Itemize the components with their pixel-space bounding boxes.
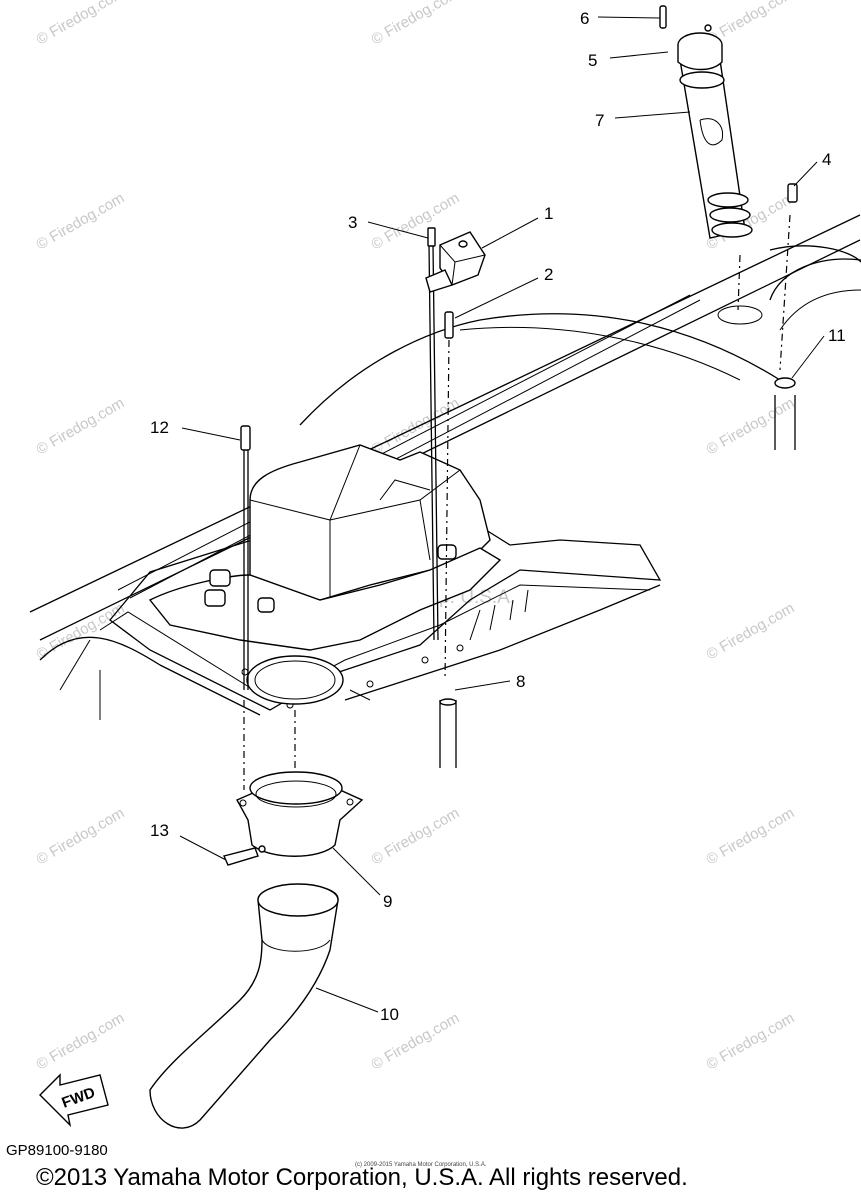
air-duct-assembly <box>149 771 364 1129</box>
callout-13: 13 <box>150 821 169 840</box>
callout-2: 2 <box>544 265 553 284</box>
leader-lines <box>179 16 825 1013</box>
watermark: © Firedog.com <box>369 804 463 868</box>
watermark: © Firedog.com <box>704 1009 798 1073</box>
small-notice: (c) 2009-2015 Yamaha Motor Corporation, … <box>355 1162 487 1168</box>
watermark: © Firedog.com <box>34 189 128 253</box>
fwd-arrow: FWD <box>39 1073 109 1128</box>
callout-1: 1 <box>544 204 553 223</box>
callout-5: 5 <box>588 51 597 70</box>
callout-11: 11 <box>828 326 846 345</box>
watermark: © Firedog.com <box>369 0 463 48</box>
watermark: © Firedog.com <box>34 1009 128 1073</box>
callout-12: 12 <box>150 418 169 437</box>
watermark: © Firedog.com <box>34 394 128 458</box>
engine-block <box>148 444 502 705</box>
watermark: © Firedog.com <box>704 394 798 458</box>
callout-3: 3 <box>348 213 357 232</box>
bracket-assembly <box>240 227 486 451</box>
part-code: GP89100-9180 <box>6 1142 108 1159</box>
callout-4: 4 <box>822 150 831 169</box>
dipstick-tubes <box>243 214 796 800</box>
callout-10: 10 <box>380 1005 399 1024</box>
callout-7: 7 <box>595 111 604 130</box>
callouts: 1 2 3 4 5 6 7 8 9 10 11 12 13 <box>150 9 846 1024</box>
watermark: © Firedog.com <box>34 0 128 48</box>
callout-6: 6 <box>580 9 589 28</box>
watermark: © Firedog.com <box>34 804 128 868</box>
filler-tube-assembly <box>659 5 798 239</box>
copyright-notice: ©2013 Yamaha Motor Corporation, U.S.A. A… <box>36 1164 688 1191</box>
watermark: © Firedog.com <box>704 599 798 663</box>
callout-9: 9 <box>383 892 392 911</box>
watermark: © Firedog.com <box>704 804 798 868</box>
callout-8: 8 <box>516 672 525 691</box>
